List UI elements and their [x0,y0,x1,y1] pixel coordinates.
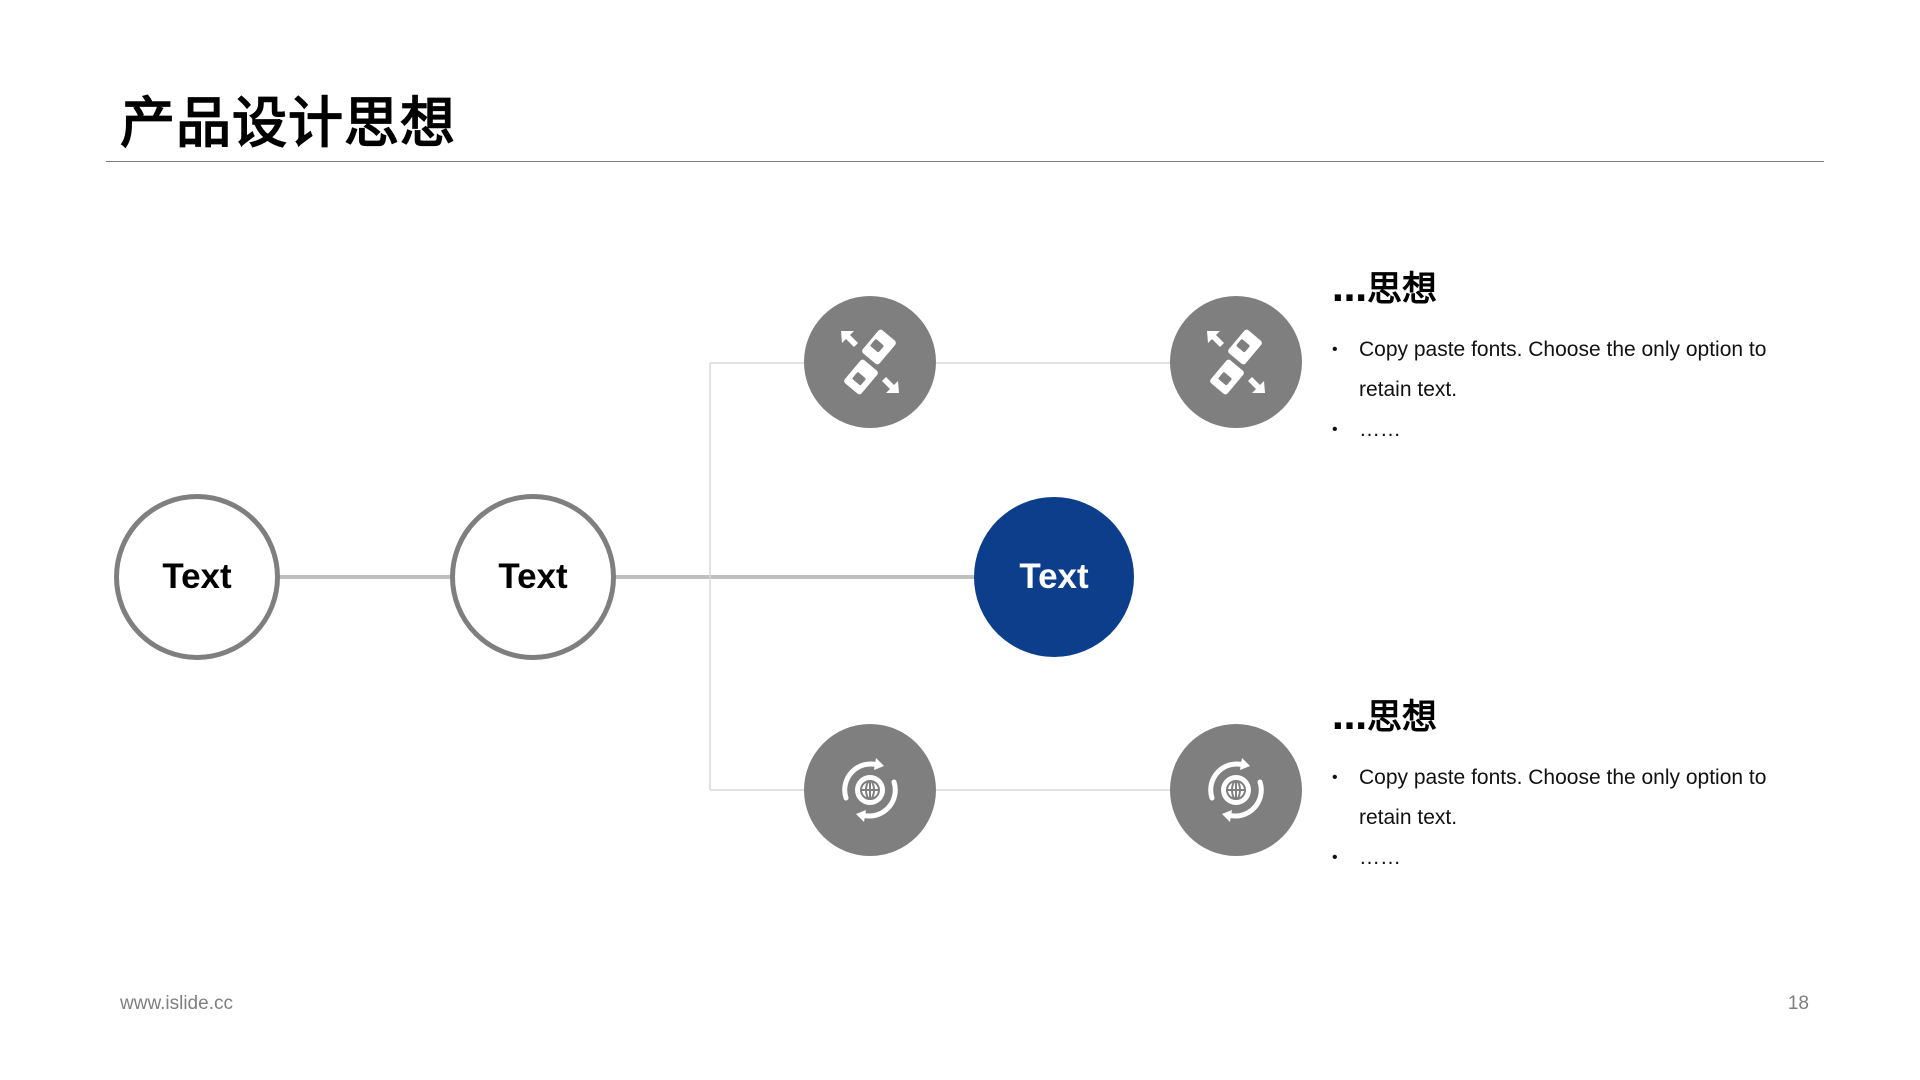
global-settings-icon [804,724,936,856]
title-divider [106,161,1824,162]
branch-bottom-heading: …思想 [1332,698,1438,738]
node-2-label: Text [498,557,568,596]
node-2: Text [450,494,616,660]
node-3-label: Text [1019,557,1089,596]
node-1-label: Text [162,557,232,596]
bullet-item: …… [1332,838,1802,878]
branch-bottom-bullets: Copy paste fonts. Choose the only option… [1332,758,1802,878]
page-title: 产品设计思想 [120,91,457,155]
node-3-highlight: Text [974,497,1134,657]
page-number: 18 [1787,993,1809,1014]
branch-top-heading: …思想 [1332,270,1438,310]
node-1: Text [114,494,280,660]
branch-bottom-info: …思想 Copy paste fonts. Choose the only op… [1332,696,1802,878]
branch-top-info: …思想 Copy paste fonts. Choose the only op… [1332,268,1802,450]
footer-url: www.islide.cc [120,993,233,1014]
seatbelt-icon [1170,296,1302,428]
branch-top-bullets: Copy paste fonts. Choose the only option… [1332,330,1802,450]
bullet-item: Copy paste fonts. Choose the only option… [1332,330,1802,410]
bullet-item: …… [1332,410,1802,450]
seatbelt-icon [804,296,936,428]
bullet-item: Copy paste fonts. Choose the only option… [1332,758,1802,838]
global-settings-icon [1170,724,1302,856]
